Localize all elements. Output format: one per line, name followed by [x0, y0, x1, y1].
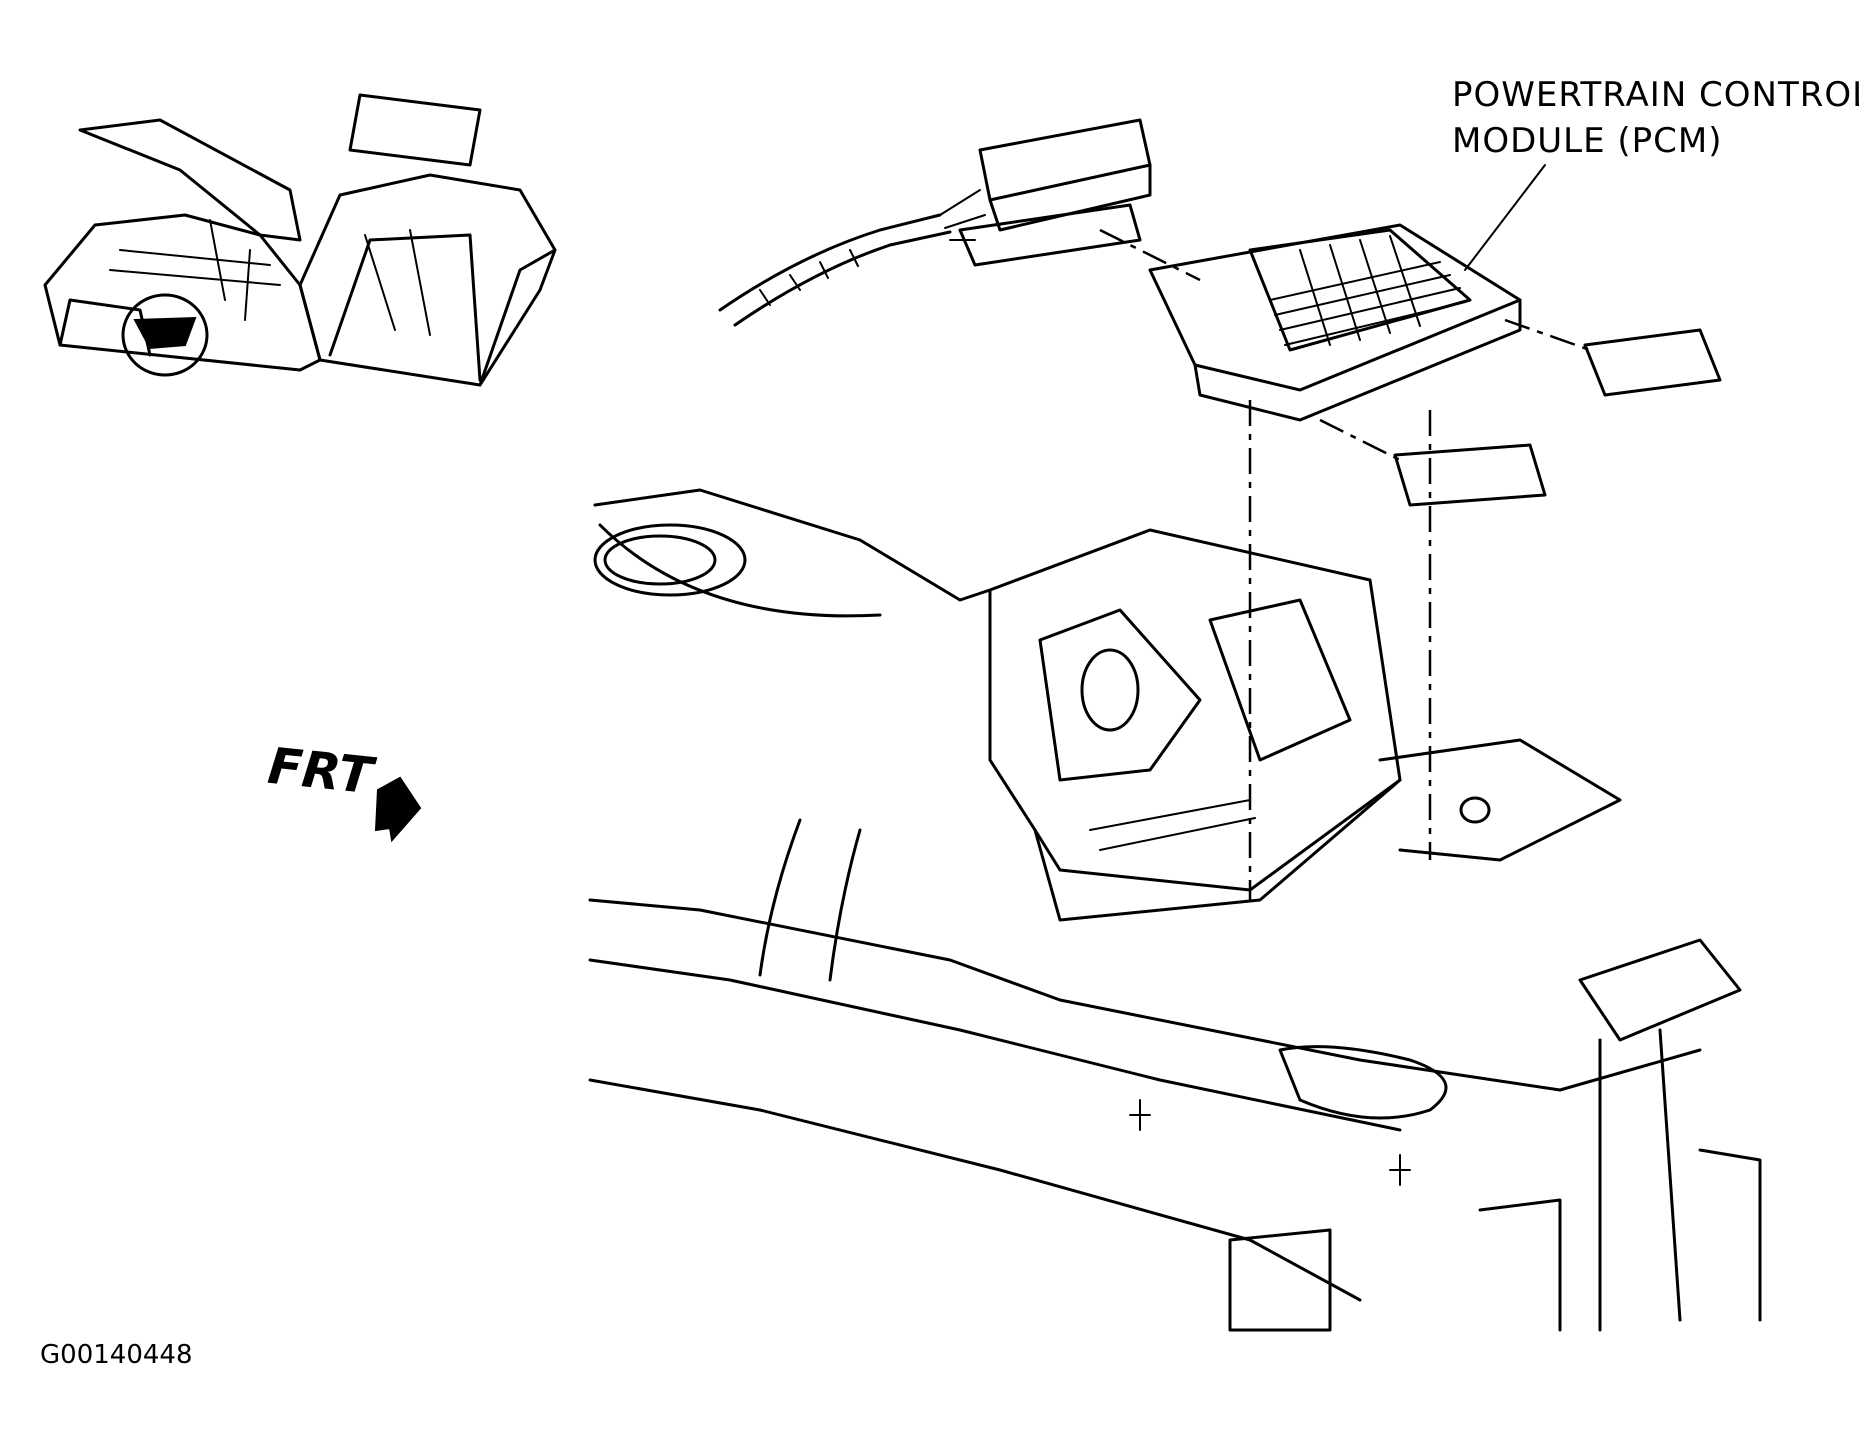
pcm-callout-label: POWERTRAIN CONTROL MODULE (PCM) — [1452, 72, 1859, 164]
pcm-leader-line — [1464, 164, 1546, 271]
vehicle-inset-drawing — [43, 93, 557, 387]
pcm-callout-line1: POWERTRAIN CONTROL — [1452, 75, 1859, 115]
pcm-module-drawing — [1099, 223, 1722, 507]
frt-arrow-icon — [374, 776, 422, 843]
pcm-callout-line2: MODULE (PCM) — [1452, 121, 1723, 161]
front-direction-label: FRT — [265, 736, 376, 806]
wiring-harness — [718, 118, 1152, 327]
mounting-bracket — [988, 400, 1622, 922]
figure-id: G00140448 — [40, 1340, 193, 1370]
vehicle-body-structure — [588, 488, 1762, 1332]
